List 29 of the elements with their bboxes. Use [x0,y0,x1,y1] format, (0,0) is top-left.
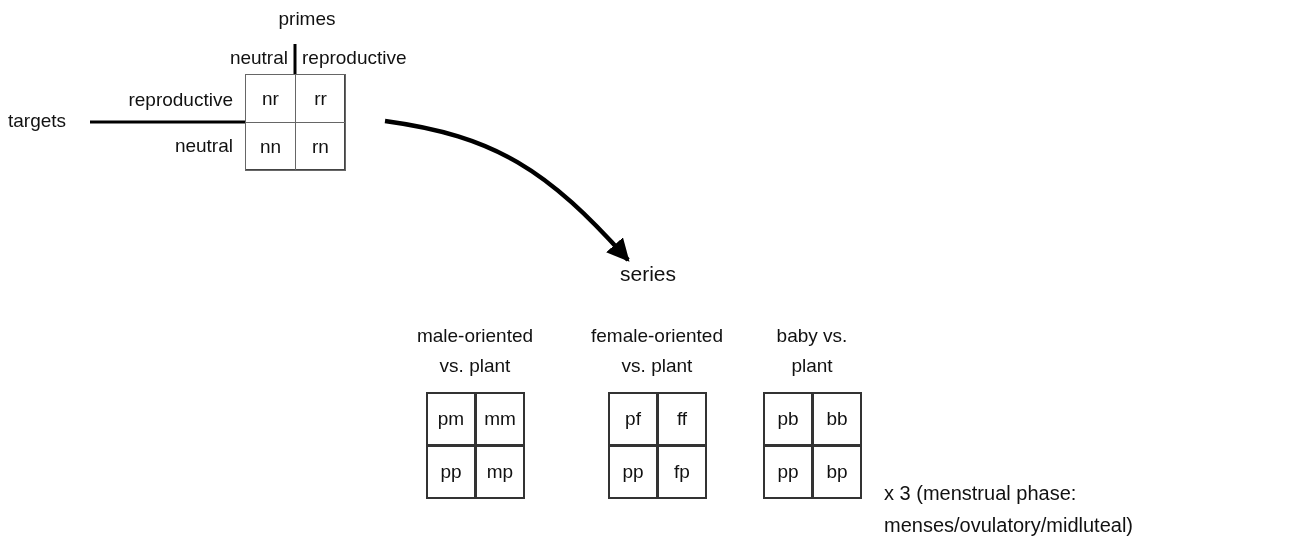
curved-arrow [384,118,630,262]
series-label: series [620,263,677,285]
row-label: neutral [174,135,233,157]
note-text: x 3 (menstrual phase: menses/ovulatory/midluteal) [884,481,1134,538]
column-heading: male-oriented vs. plant [415,324,535,378]
table-cell: pp [426,445,476,499]
table-cell: mp [475,445,525,499]
table-cell: rn [295,122,346,171]
table-cell: pp [608,445,658,499]
axis-title: targets [8,110,67,132]
table-cell: bp [812,445,862,499]
table-cell: pp [763,445,813,499]
column-heading: female-oriented vs. plant [590,324,724,378]
table-cell: pb [763,392,813,446]
column-label: reproductive [302,47,407,69]
table-cell: nn [245,122,296,171]
column-heading: baby vs. plant [776,324,848,378]
column-label: neutral [229,47,288,69]
table-cell: pf [608,392,658,446]
table-cell: rr [295,74,346,123]
table-cell: ff [657,392,707,446]
table-cell: nr [245,74,296,123]
table-cell: mm [475,392,525,446]
table-cell: fp [657,445,707,499]
row-label: reproductive [128,89,233,111]
table-cell: pm [426,392,476,446]
axis-title: primes [278,8,336,30]
grid-table [245,74,345,170]
table-cell: bb [812,392,862,446]
